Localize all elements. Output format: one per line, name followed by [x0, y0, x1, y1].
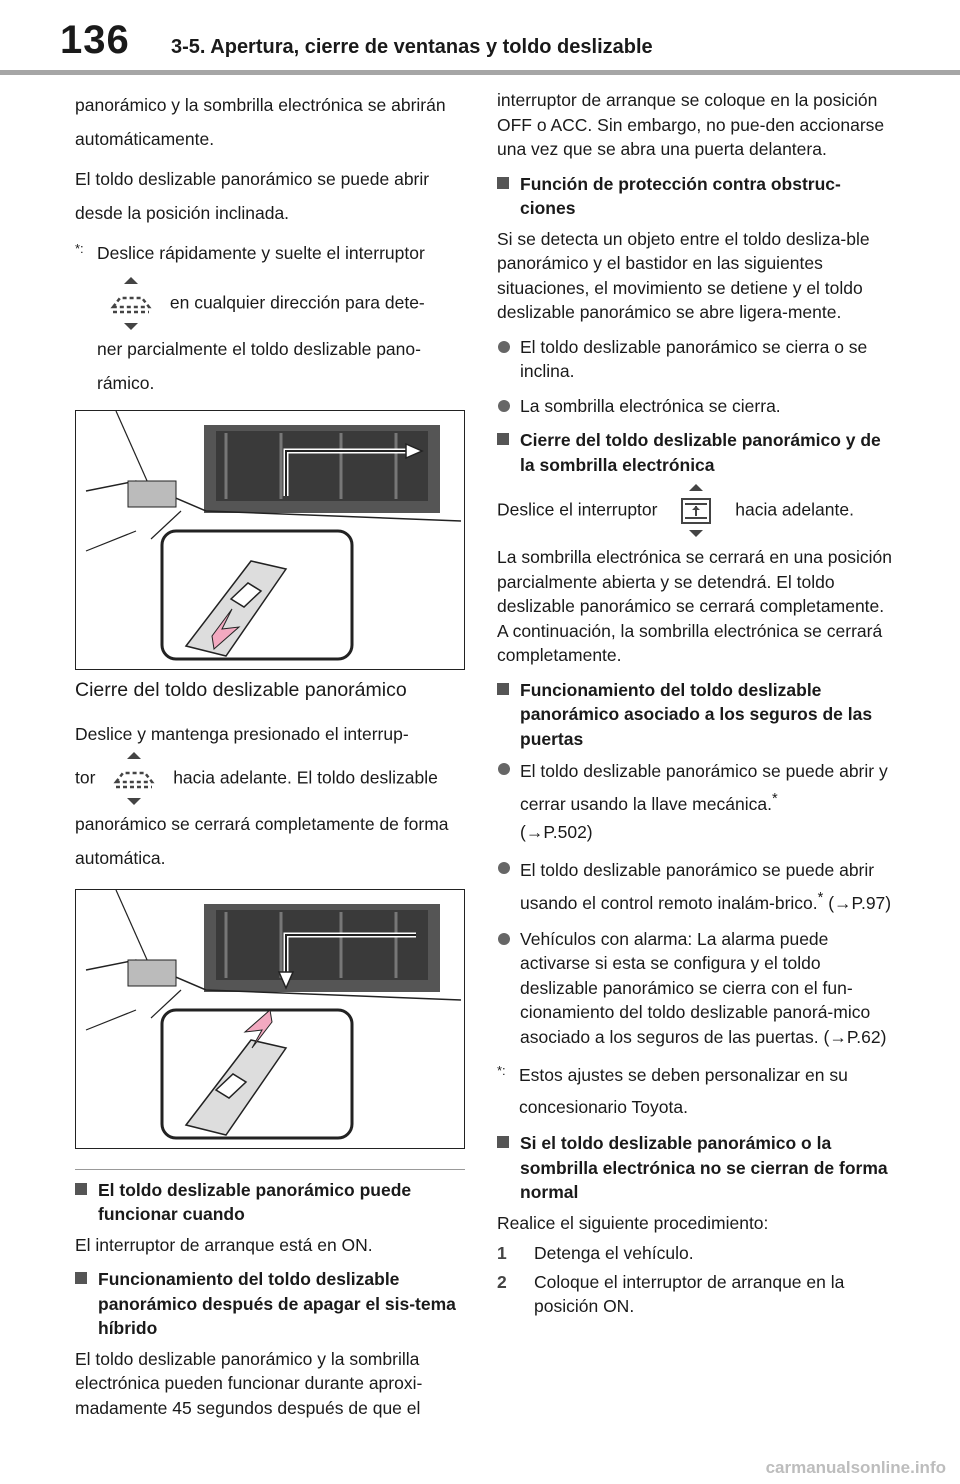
circle-bullet-icon — [498, 763, 510, 775]
paragraph: interruptor de arranque se coloque en la… — [497, 90, 885, 159]
paragraph: El interruptor de arranque está en ON. — [75, 1234, 373, 1255]
square-bullet-icon — [497, 682, 509, 695]
inline-text: hacia adelante. El toldo deslizable — [173, 767, 438, 788]
subheading: Funcionamiento del toldo deslizable pano… — [75, 1267, 465, 1341]
footnote-marker: *: — [497, 1063, 506, 1079]
footnote-line: en cualquier dirección para dete- — [169, 292, 425, 313]
circle-bullet-icon — [498, 340, 510, 353]
paragraph: panorámico se cerrará completamente de f… — [75, 813, 449, 868]
left-column: panorámico y la sombrilla electrónica se… — [75, 88, 465, 1430]
paragraph: Deslice el interruptor hacia adelante. — [497, 483, 892, 539]
paragraph: Deslice y mantenga presionado el interru… — [75, 723, 409, 744]
circle-bullet-icon — [498, 932, 510, 945]
figure-caption: Cierre del toldo deslizable panorámico — [75, 679, 407, 701]
paragraph: La sombrilla electrónica se cerrará en u… — [497, 547, 892, 665]
sunroof-switch-icon — [113, 751, 155, 805]
right-column: interruptor de arranque se coloque en la… — [497, 88, 892, 1323]
square-bullet-icon — [497, 176, 509, 189]
page-header: 136 3-5. Apertura, cierre de ventanas y … — [0, 0, 960, 76]
subheading: Cierre del toldo deslizable panorámico y… — [497, 428, 892, 477]
step-number: 2 — [497, 1271, 507, 1292]
list-item: El toldo deslizable panorámico se cierra… — [497, 335, 892, 384]
footnote-line: ner parcialmente el toldo deslizable pan… — [97, 339, 421, 393]
header-rule — [0, 70, 960, 75]
square-bullet-icon — [75, 1182, 87, 1195]
divider — [75, 1168, 465, 1170]
subheading: Si el toldo deslizable panorámico o la s… — [497, 1131, 892, 1205]
paragraph: El toldo deslizable panorámico se puede … — [75, 169, 430, 223]
figure-sunroof-close — [75, 888, 465, 1149]
list-item: El toldo deslizable panorámico se puede … — [497, 856, 892, 917]
paragraph: Realice el siguiente procedimiento: — [497, 1212, 769, 1233]
page-number: 136 — [60, 18, 130, 62]
paragraph: panorámico y la sombrilla electrónica se… — [75, 95, 446, 149]
step-item: 1 Detenga el vehículo. — [497, 1241, 892, 1266]
circle-bullet-icon — [498, 399, 510, 412]
paragraph: Si se detecta un objeto entre el toldo d… — [497, 228, 870, 323]
sunshade-switch-icon — [681, 484, 712, 537]
square-bullet-icon — [497, 1136, 509, 1149]
subheading: Funcionamiento del toldo deslizable pano… — [497, 678, 892, 752]
footnote-marker: *: — [75, 241, 84, 256]
step-number: 1 — [497, 1243, 507, 1264]
step-item: 2 Coloque el interruptor de arranque en … — [497, 1271, 845, 1317]
list-item: Vehículos con alarma: La alarma puede ac… — [497, 927, 892, 1050]
figure-sunroof-open — [75, 410, 465, 670]
subheading: El toldo deslizable panorámico puede fun… — [75, 1178, 465, 1227]
footnote: *: Estos ajustes se deben personalizar e… — [497, 1059, 892, 1123]
footnote: *: Deslice rápidamente y suelte el inter… — [75, 236, 465, 400]
footnote-line: Deslice rápidamente y suelte el interrup… — [97, 243, 425, 263]
circle-bullet-icon — [498, 861, 510, 874]
list-item: La sombrilla electrónica se cierra. — [497, 394, 892, 419]
inline-text: tor — [75, 767, 96, 788]
square-bullet-icon — [75, 1272, 87, 1284]
watermark: carmanualsonline.info — [765, 1458, 946, 1477]
section-title: 3-5. Apertura, cierre de ventanas y told… — [171, 36, 653, 58]
square-bullet-icon — [497, 433, 509, 445]
paragraph: El toldo deslizable panorámico y la somb… — [75, 1348, 423, 1418]
list-item: El toldo deslizable panorámico se puede … — [497, 757, 892, 846]
subheading: Función de protección contra obstruc-cio… — [497, 172, 892, 221]
sunroof-switch-icon — [110, 277, 152, 330]
